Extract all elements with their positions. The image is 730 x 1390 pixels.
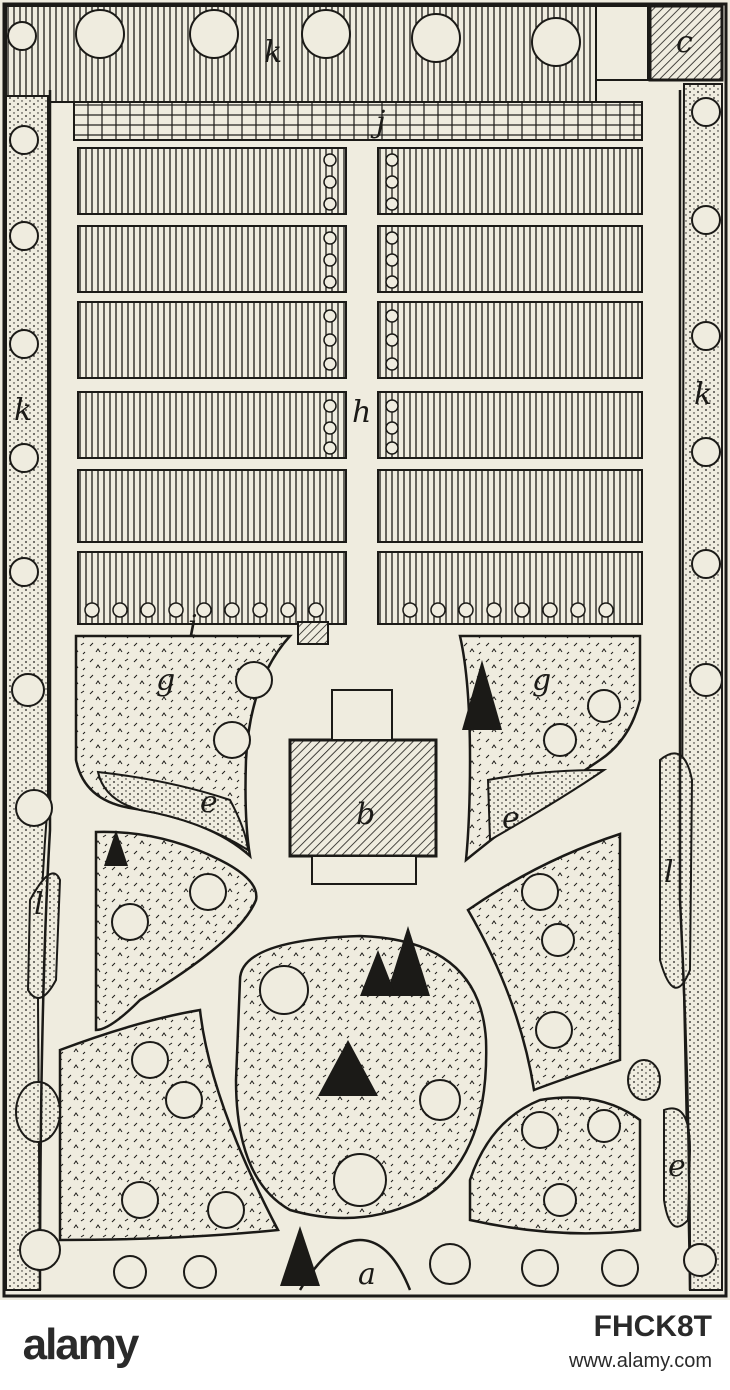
- image-id: FHCK8T: [593, 1310, 712, 1343]
- brand-logo[interactable]: alamy: [22, 1320, 140, 1369]
- round-bed-right: [627, 1059, 661, 1101]
- house-wing-top: [331, 689, 393, 741]
- house-wing-bottom: [311, 855, 417, 885]
- corner-plot: [595, 5, 649, 81]
- flower-bed-l-right: [659, 752, 694, 989]
- garden-plan-engraving: k c j k k h i g g b e e l l e a: [0, 0, 730, 1300]
- label-e-lowright: e: [668, 1149, 686, 1184]
- label-a: a: [358, 1257, 376, 1292]
- label-h: h: [352, 395, 371, 430]
- label-g-left: g: [156, 663, 175, 698]
- stock-footer: alamy FHCK8T www.alamy.com: [0, 1300, 730, 1390]
- label-b: b: [356, 797, 375, 832]
- trees: [7, 9, 723, 1289]
- label-l-left: l: [34, 887, 44, 922]
- round-bed-left: [15, 1081, 61, 1143]
- bed-lower-left: [58, 1008, 280, 1242]
- bed-shrubs: [84, 153, 614, 618]
- label-l-right: l: [664, 855, 674, 890]
- bed-mid-right: [466, 832, 622, 1092]
- label-i: i: [188, 609, 198, 644]
- garden-plan-svg: k c j k k h i g g b e e l l e a: [2, 2, 728, 1298]
- entrance-curve: [298, 1238, 412, 1291]
- site-url[interactable]: www.alamy.com: [569, 1350, 712, 1372]
- building-c: [648, 4, 724, 82]
- flower-bed-e-right: [486, 768, 608, 842]
- fence-row: [73, 101, 643, 141]
- outbuilding-i: [297, 621, 329, 645]
- house-b: [288, 738, 438, 858]
- label-k-left: k: [14, 393, 32, 428]
- beds-right: [377, 147, 643, 625]
- drive-outline: [38, 90, 692, 1291]
- label-c: c: [676, 25, 693, 60]
- label-k-top: k: [264, 35, 282, 70]
- conifers: [104, 660, 502, 1286]
- label-k-right: k: [694, 377, 712, 412]
- label-e-right: e: [502, 801, 520, 836]
- label-e-left: e: [200, 785, 218, 820]
- label-g-right: g: [532, 663, 551, 698]
- flower-bed-e-left: [96, 770, 250, 852]
